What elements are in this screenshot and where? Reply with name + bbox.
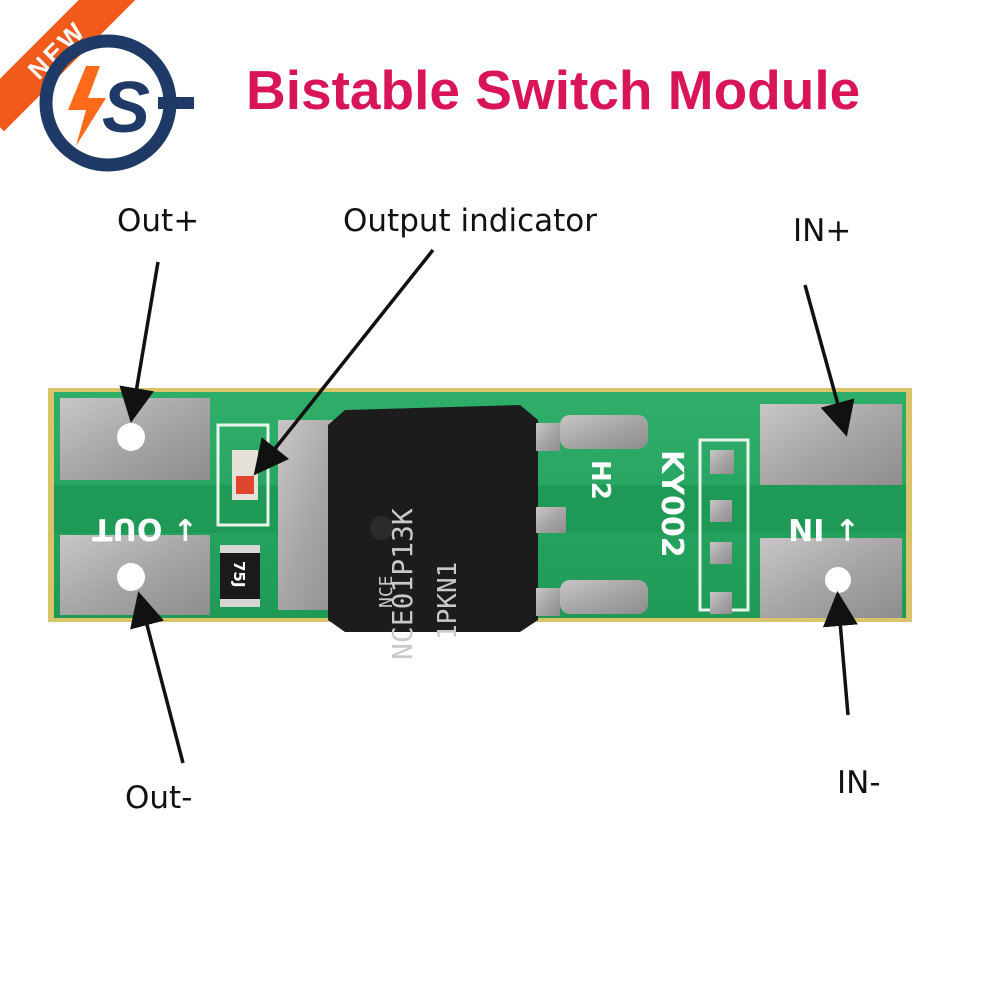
arrow-in-minus — [822, 591, 858, 716]
label-in-plus: IN+ — [793, 213, 852, 249]
pad-square-3 — [710, 542, 732, 564]
arrow-in-plus — [803, 284, 855, 437]
pad-square-2 — [710, 500, 732, 522]
label-output-indicator: Output indicator — [343, 203, 597, 239]
brand-logo-icon: S — [39, 34, 194, 172]
mosfet-leg-bottom — [560, 580, 648, 614]
model-code: KY002 — [654, 450, 689, 558]
arrow-out-minus — [130, 591, 185, 764]
arrow-out-plus — [119, 261, 160, 423]
pad-square-4 — [710, 592, 732, 614]
hole-in-minus — [825, 567, 851, 593]
logo-letter: S — [102, 68, 150, 148]
page-title: Bistable Switch Module — [246, 59, 861, 121]
silk-out-label: ↓ OUT — [92, 511, 198, 546]
chip-brand: NCE — [376, 575, 397, 608]
resistor — [220, 545, 260, 607]
mosfet-leg-mid — [536, 507, 566, 533]
arrow-output-indicator — [253, 248, 435, 476]
mosfet-leg-top — [560, 415, 648, 449]
model-sub: H2 — [585, 460, 615, 500]
mosfet-body — [328, 405, 538, 632]
pad-square-1 — [710, 450, 734, 474]
hole-out-plus — [117, 423, 145, 451]
label-out-plus: Out+ — [117, 203, 200, 239]
silk-in-label: ↓ IN — [788, 511, 860, 546]
label-in-minus: IN- — [837, 765, 881, 801]
chip-part: NCE01P13K — [386, 508, 419, 660]
hole-out-minus — [117, 563, 145, 591]
resistor-code: 75J — [230, 561, 248, 587]
label-out-minus: Out- — [125, 780, 193, 816]
chip-lot: 1PKN1 — [433, 562, 463, 640]
